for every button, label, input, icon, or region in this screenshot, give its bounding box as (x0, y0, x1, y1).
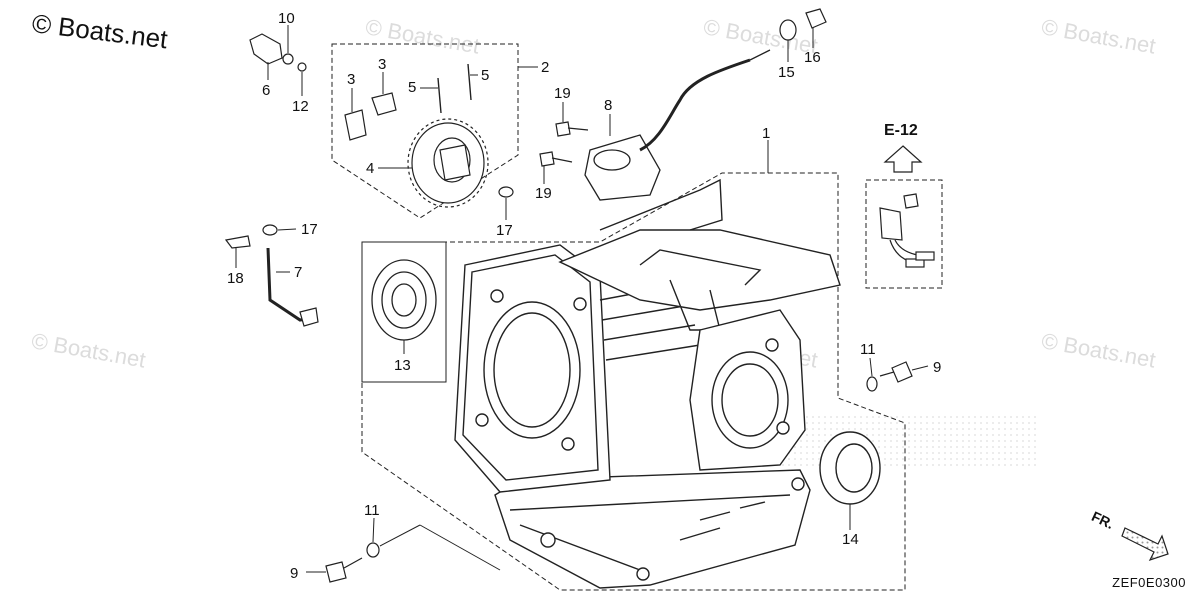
diagram-code: ZEF0E0300 (1112, 575, 1186, 590)
callout-19: 19 (554, 85, 571, 102)
pin (437, 63, 472, 114)
faint-logo (760, 415, 1038, 470)
callout-5: 5 (481, 67, 489, 84)
callout-2: 2 (541, 59, 549, 76)
washer-nut (779, 8, 827, 41)
callout-8: 8 (604, 97, 612, 114)
group-box-13 (361, 241, 447, 383)
callouts: 1 2 3 3 4 5 5 6 7 8 9 9 10 11 11 12 13 1… (227, 10, 941, 582)
callout-4: 4 (366, 160, 374, 177)
front-direction-arrow (1121, 527, 1169, 562)
crankcase (454, 178, 841, 589)
callout-11: 11 (860, 341, 876, 358)
callout-17: 17 (301, 221, 318, 238)
callout-9: 9 (933, 359, 941, 376)
callout-3: 3 (347, 71, 355, 88)
governor-gear (407, 118, 489, 208)
reference-box-e12 (865, 179, 943, 289)
drain-plug (249, 33, 307, 72)
callout-14: 14 (842, 531, 859, 548)
callout-6: 6 (262, 82, 270, 99)
callout-9: 9 (290, 565, 298, 582)
bearing (371, 259, 437, 341)
flange-bolt (325, 361, 913, 583)
harness-inset (879, 193, 935, 268)
pulser-coil (584, 49, 771, 201)
washer (498, 186, 514, 198)
breather-tube (224, 224, 319, 327)
governor-weight (344, 92, 397, 141)
oil-seal (819, 431, 881, 505)
callout-5: 5 (408, 79, 416, 96)
bolt (539, 121, 589, 167)
leader-lines (235, 25, 929, 573)
group-box-1 (361, 172, 906, 591)
callout-7: 7 (294, 264, 302, 281)
callout-13: 13 (394, 357, 411, 374)
callout-1: 1 (762, 125, 770, 142)
reference-label: E-12 (884, 122, 918, 139)
callout-12: 12 (292, 98, 309, 115)
callout-17: 17 (496, 222, 513, 239)
reference-arrow-up (883, 145, 923, 173)
callout-18: 18 (227, 270, 244, 287)
callout-15: 15 (778, 64, 795, 81)
callout-10: 10 (278, 10, 295, 27)
callout-19: 19 (535, 185, 552, 202)
callout-16: 16 (804, 49, 821, 66)
callout-11: 11 (364, 502, 380, 519)
callout-3: 3 (378, 56, 386, 73)
